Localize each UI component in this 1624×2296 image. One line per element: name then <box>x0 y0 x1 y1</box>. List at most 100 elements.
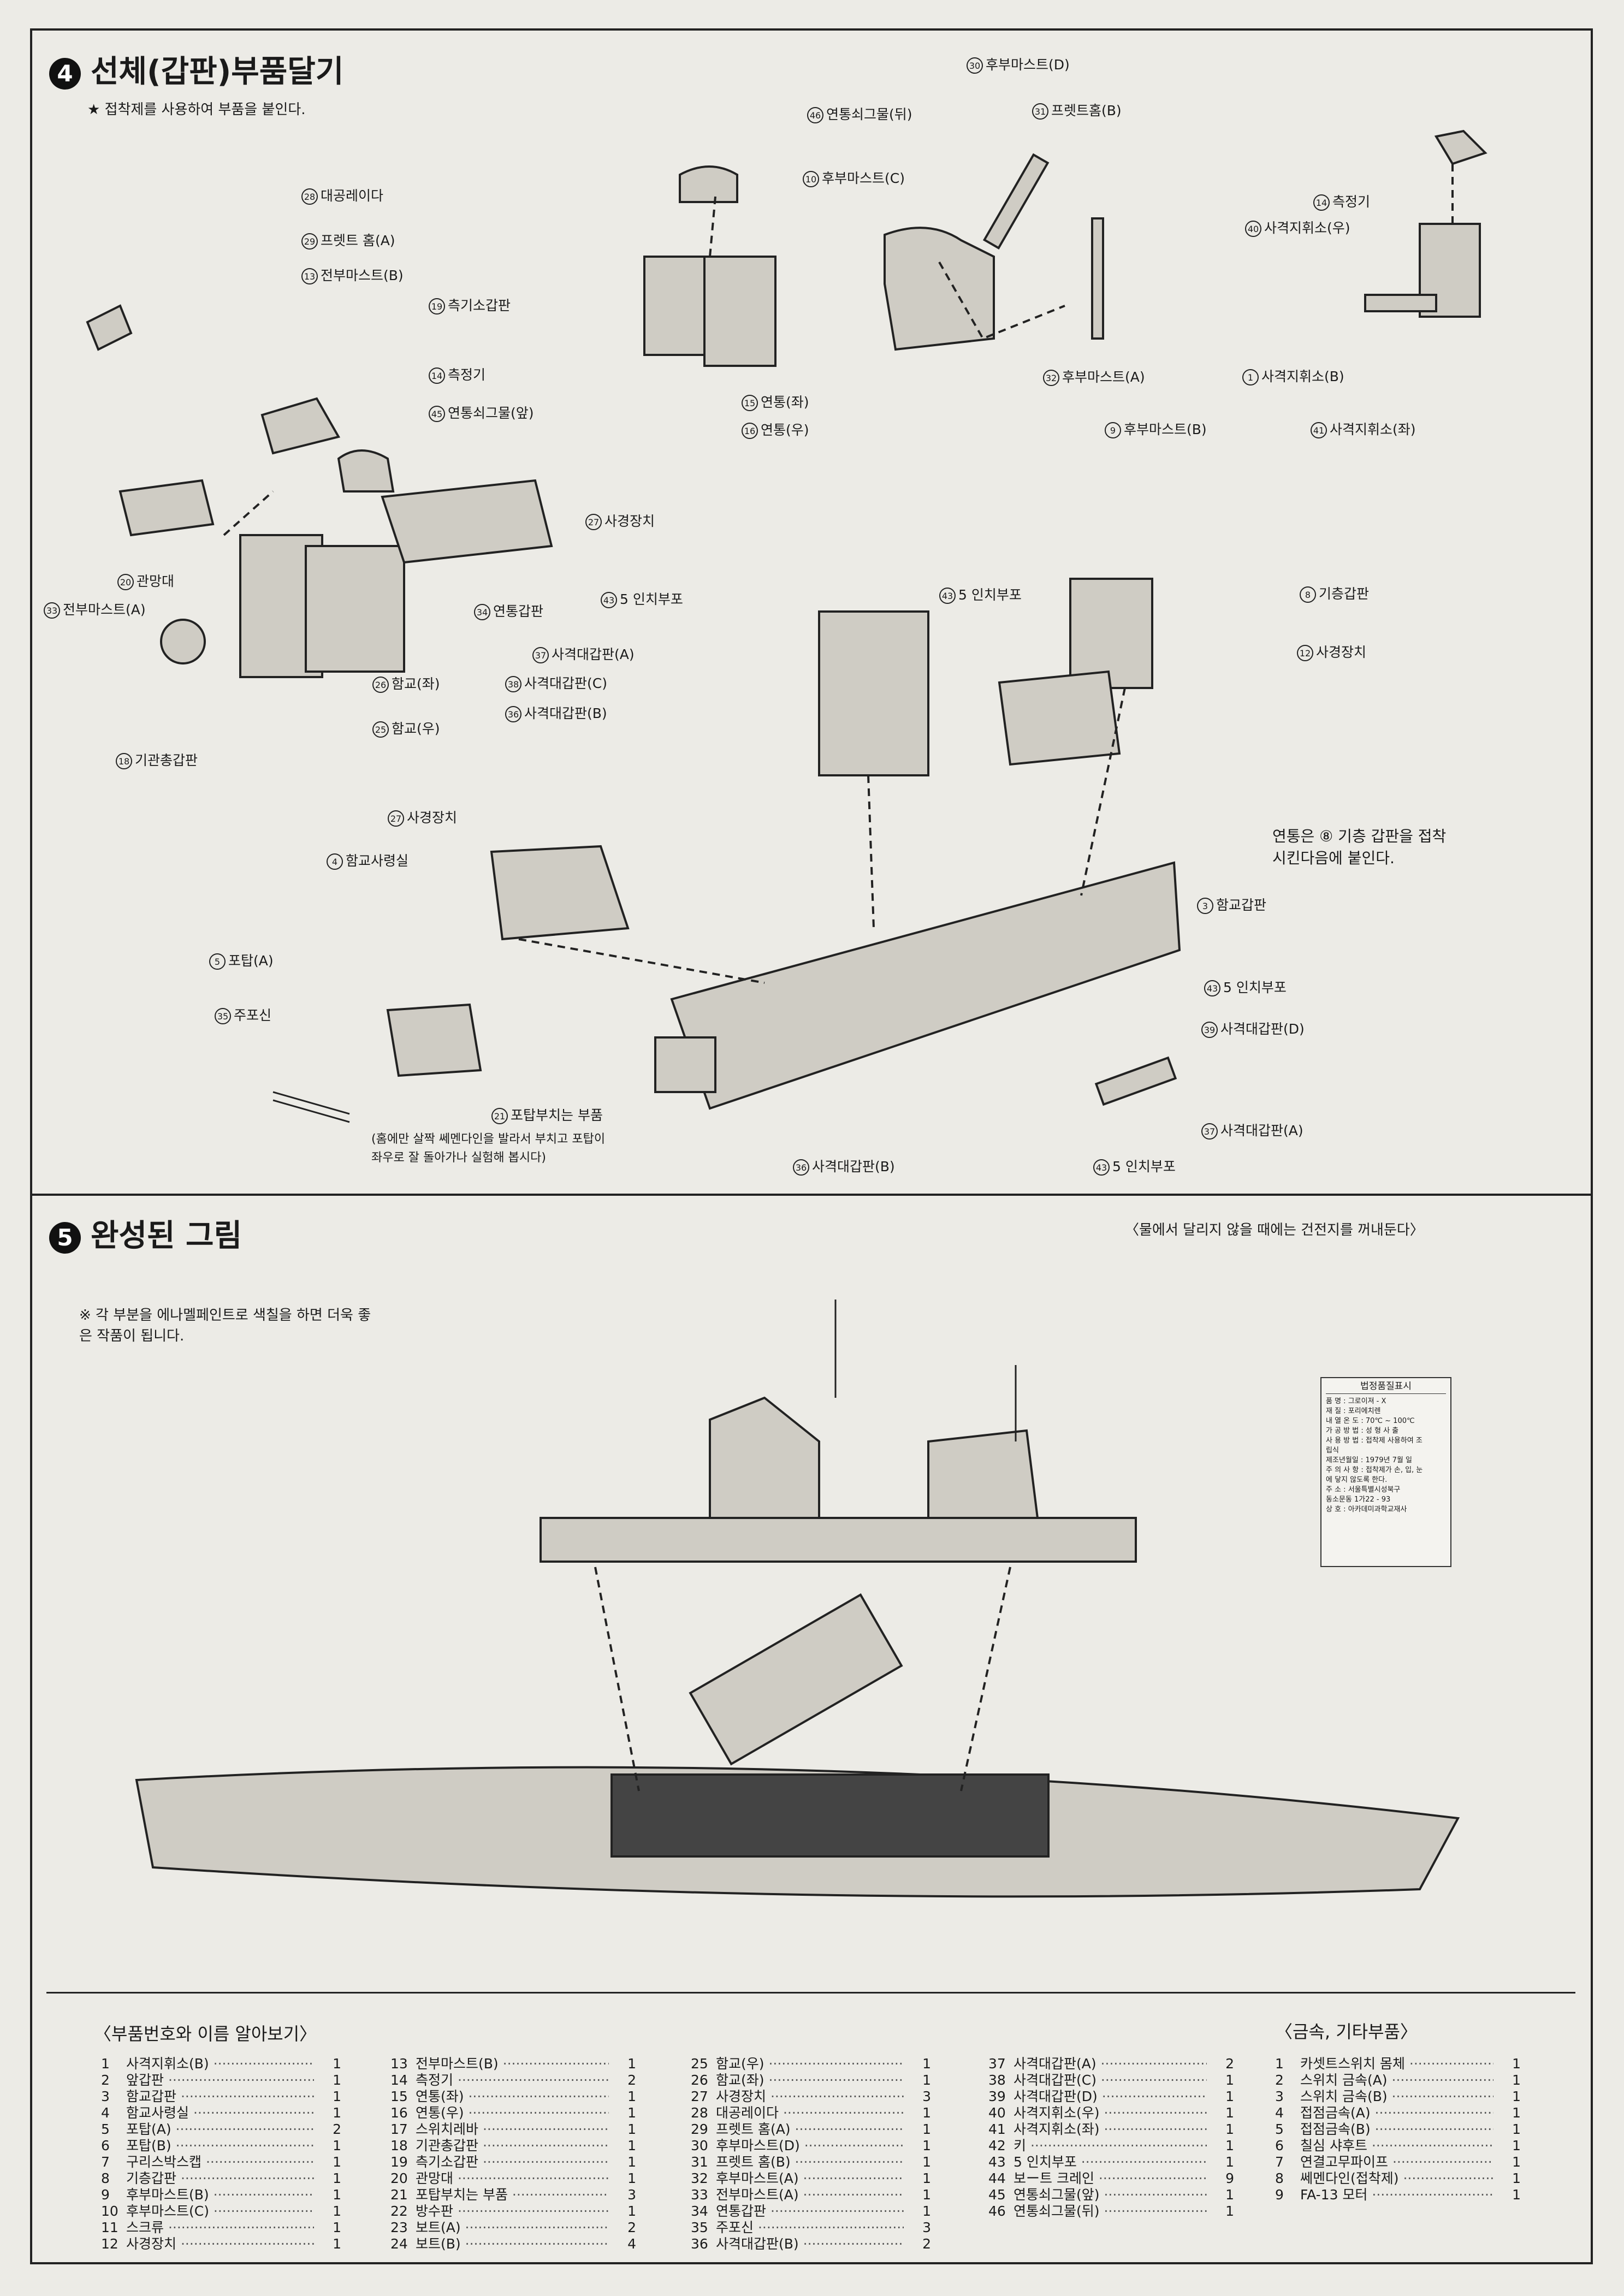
legend-row: 42키1 <box>988 2138 1234 2154</box>
page-frame <box>30 28 1593 2264</box>
legend-row: 8기층갑판1 <box>101 2170 341 2187</box>
adhesive-note: ★ 접착제를 사용하여 부품을 붙인다. <box>87 102 306 118</box>
legend-column-2: 13전부마스트(B)114측정기215연통(좌)116연통(우)117스위치레바… <box>390 2056 636 2252</box>
legend-row: 34연통갑판1 <box>691 2203 931 2220</box>
aft-superstructure <box>884 227 995 351</box>
legend-row: 4함교사령실1 <box>101 2105 341 2121</box>
fire-director-b <box>1364 294 1437 312</box>
turret-a <box>386 1003 482 1077</box>
legend-row: 28대공레이다1 <box>691 2105 931 2121</box>
funnel-grille-front <box>337 449 395 493</box>
legend-row: 14측정기2 <box>390 2072 636 2089</box>
legend-row: 7구리스박스캡1 <box>101 2154 341 2170</box>
legend-column-1: 1사격지휘소(B)12앞갑판13함교갑판14함교사령실15포탑(A)26포탑(B… <box>101 2056 341 2252</box>
aft-superstructure-tower <box>1069 578 1153 689</box>
funnel-note-2: 시킨다음에 붙인다. <box>1272 849 1395 867</box>
section-4-number: 4 <box>49 57 81 90</box>
aft-mast-c <box>982 153 1050 250</box>
turret-note-1: (홈에만 살짝 쎄멘다인을 발라서 부치고 포탑이 <box>371 1132 606 1146</box>
ship-bridge-side <box>709 1396 820 1519</box>
fire-deck-a <box>1094 1056 1177 1106</box>
battery-cassette <box>689 1593 903 1766</box>
rangefinder-part <box>1434 129 1487 165</box>
hull-battery-bay <box>611 1773 1050 1858</box>
quality-plate: 법정품질표시 품 명 : 그로이져 - X 재 질 : 포리에치렌 내 열 온 … <box>1320 1377 1451 1567</box>
legend-row: 5포탑(A)2 <box>101 2121 341 2138</box>
bridge-command <box>490 845 630 941</box>
legend-row: 7연결고무파이프1 <box>1275 2154 1521 2170</box>
level-deck <box>998 670 1121 766</box>
funnel-right <box>703 256 777 367</box>
paint-note: ※ 각 부분을 에나멜페인트로 색칠을 하면 더욱 좋은 작품이 됩니다. <box>79 1307 371 1344</box>
turret-mount <box>654 1036 716 1093</box>
section-divider-2 <box>46 1992 1575 1994</box>
fire-director-right <box>1419 223 1481 318</box>
legend-row: 20관망대1 <box>390 2170 636 2187</box>
legend-row: 17스위치레바1 <box>390 2121 636 2138</box>
legend-row: 2앞갑판1 <box>101 2072 341 2089</box>
bridge-right <box>305 545 405 673</box>
legend-row: 27사경장치3 <box>691 2089 931 2105</box>
center-superstructure <box>818 610 929 776</box>
legend-row: 3함교갑판1 <box>101 2089 341 2105</box>
aft-mast-b <box>1091 217 1104 340</box>
legend-row: 11스크류1 <box>101 2220 341 2236</box>
section-divider-1 <box>30 1194 1593 1196</box>
rangefinder-deck-part <box>260 397 341 455</box>
metal-parts-title: 〈금속, 기타부품〉 <box>1275 2021 1418 2042</box>
